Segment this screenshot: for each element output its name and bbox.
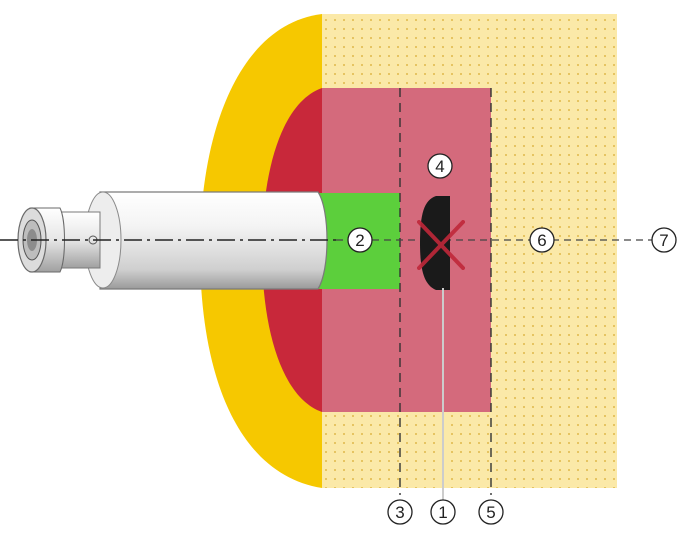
- callout-4: 4: [427, 153, 453, 179]
- svg-text:7: 7: [659, 231, 668, 250]
- svg-text:3: 3: [395, 503, 404, 522]
- svg-text:1: 1: [438, 503, 447, 522]
- svg-text:5: 5: [486, 503, 495, 522]
- svg-text:6: 6: [537, 231, 546, 250]
- callout-2: 2: [347, 227, 373, 253]
- callout-5: 5: [478, 499, 504, 525]
- cross-mark-icon: [417, 220, 465, 270]
- target-object-icon: [420, 196, 450, 290]
- callout-3: 3: [387, 499, 413, 525]
- svg-text:2: 2: [355, 231, 364, 250]
- callout-7: 7: [651, 227, 677, 253]
- svg-text:4: 4: [435, 157, 444, 176]
- callout-1: 1: [430, 499, 456, 525]
- callout-6: 6: [529, 227, 555, 253]
